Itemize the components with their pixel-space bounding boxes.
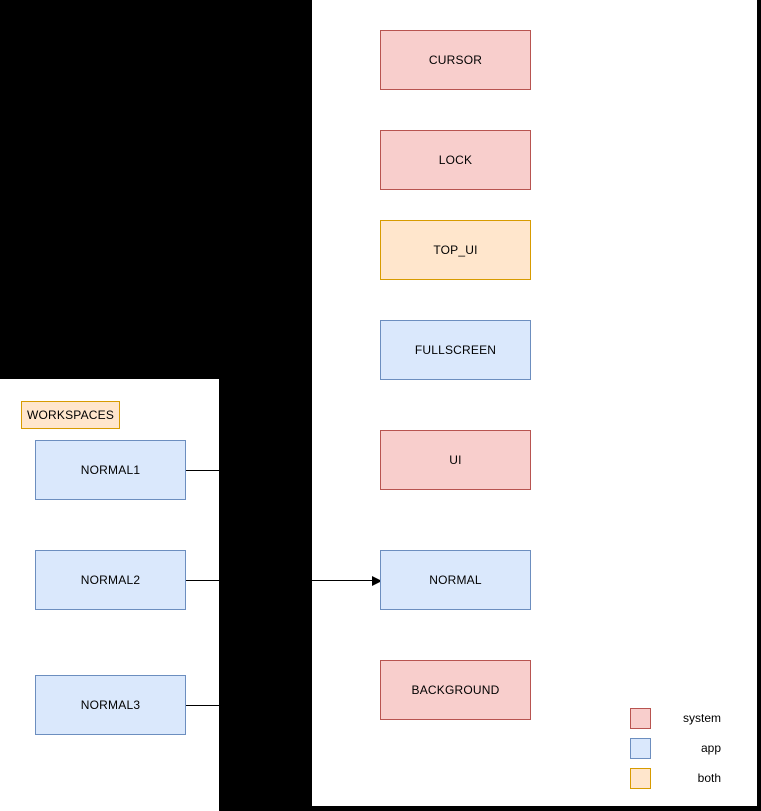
layer-node-background[interactable]: BACKGROUND — [380, 660, 531, 720]
connector-normal1-to-normal — [186, 470, 220, 471]
workspace-node-normal3[interactable]: NORMAL3 — [35, 675, 186, 735]
legend: system app both — [630, 707, 721, 797]
layer-node-cursor[interactable]: CURSOR — [380, 30, 531, 90]
legend-swatch-app-icon — [630, 738, 651, 759]
workspaces-title-box[interactable]: WORKSPACES — [21, 401, 120, 429]
legend-item-system: system — [630, 707, 721, 737]
layer-node-lock[interactable]: LOCK — [380, 130, 531, 190]
legend-label-system: system — [682, 711, 721, 725]
legend-swatch-system-icon — [630, 708, 651, 729]
layer-node-fullscreen[interactable]: FULLSCREEN — [380, 320, 531, 380]
legend-label-both: both — [697, 771, 721, 785]
legend-item-both: both — [630, 767, 721, 797]
legend-label-app: app — [700, 741, 721, 755]
connector-normal3-to-normal — [186, 705, 220, 706]
workspace-node-normal2[interactable]: NORMAL2 — [35, 550, 186, 610]
arrow-into-normal-layer — [312, 576, 382, 586]
workspace-node-normal1[interactable]: NORMAL1 — [35, 440, 186, 500]
layer-node-ui[interactable]: UI — [380, 430, 531, 490]
layer-node-top-ui[interactable]: TOP_UI — [380, 220, 531, 280]
legend-swatch-both-icon — [630, 768, 651, 789]
layers-panel — [311, 0, 758, 807]
connector-normal2-to-normal — [186, 580, 220, 581]
layer-node-normal[interactable]: NORMAL — [380, 550, 531, 610]
legend-item-app: app — [630, 737, 721, 767]
